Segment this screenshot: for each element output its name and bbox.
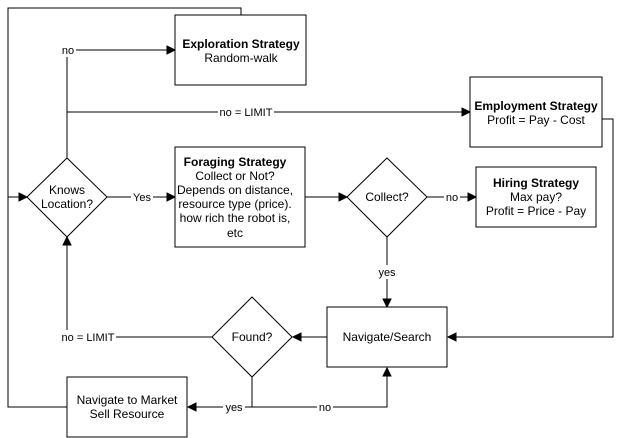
nodes: Exploration Strategy Random-walk Employm…: [26, 14, 603, 438]
arrowhead-foraging: [166, 192, 177, 202]
navigate-market-line-2: Sell Resource: [90, 407, 165, 421]
node-employment-strategy: Employment Strategy Profit = Pay - Cost: [469, 76, 603, 148]
edge-found-to-navigate: [252, 375, 388, 408]
arrowhead-collect: [338, 192, 349, 202]
collect-line-1: Collect?: [365, 190, 409, 204]
arrowhead-navigate-bottom: [382, 366, 392, 377]
label-knows-no: no: [62, 45, 74, 57]
arrowhead-exploration: [166, 45, 177, 55]
foraging-line-4: how rich the robot is,: [180, 211, 291, 225]
node-hiring-strategy: Hiring Strategy Max pay? Profit = Price …: [475, 166, 597, 228]
employment-line-1: Profit = Pay - Cost: [487, 113, 585, 127]
node-navigate-market: Navigate to Market Sell Resource: [66, 376, 188, 438]
arrowhead-knows-left: [18, 192, 29, 202]
edges: [7, 7, 614, 412]
foraging-line-1: Collect or Not?: [195, 169, 275, 183]
label-found-no-limit: no = LIMIT: [62, 332, 115, 344]
edge-knows-to-exploration: [66, 49, 168, 158]
label-found-yes: yes: [225, 402, 243, 414]
foraging-line-2: Depends on distance,: [177, 183, 293, 197]
edge-labels: no no = LIMIT Yes no yes no = LIMIT yes …: [60, 43, 460, 414]
node-collect: Collect?: [346, 157, 428, 238]
label-knows-yes: Yes: [133, 192, 151, 204]
label-knows-no-limit: no = LIMIT: [220, 107, 273, 119]
navigate-market-line-1: Navigate to Market: [77, 393, 178, 407]
navigate-search-line-1: Navigate/Search: [343, 330, 432, 344]
edge-market-loop: [7, 197, 67, 408]
node-exploration-strategy: Exploration Strategy Random-walk: [174, 14, 307, 86]
node-found: Found?: [211, 296, 293, 378]
hiring-title: Hiring Strategy: [493, 176, 579, 190]
foraging-line-3: resource type (price).: [178, 197, 291, 211]
exploration-line-1: Random-walk: [204, 51, 278, 65]
foraging-line-5: etc: [227, 226, 243, 240]
label-collect-yes: yes: [378, 267, 396, 279]
employment-title: Employment Strategy: [474, 99, 598, 113]
arrowhead-hiring: [467, 192, 478, 202]
node-knows-location: Knows Location?: [26, 157, 108, 238]
arrowhead-found: [291, 332, 302, 342]
knows-location-line-2: Location?: [41, 197, 93, 211]
node-navigate-search: Navigate/Search: [326, 306, 448, 368]
edge-exploration-loop: [7, 7, 242, 198]
label-collect-no: no: [446, 192, 458, 204]
exploration-title: Exploration Strategy: [182, 37, 300, 51]
hiring-line-2: Profit = Price - Pay: [486, 204, 586, 218]
arrowhead-navigate-top: [382, 298, 392, 309]
edge-employment-to-navigate: [455, 118, 614, 338]
foraging-title: Foraging Strategy: [184, 155, 287, 169]
hiring-line-1: Max pay?: [510, 190, 562, 204]
node-foraging-strategy: Foraging Strategy Collect or Not? Depend…: [174, 146, 306, 248]
knows-location-line-1: Knows: [49, 183, 85, 197]
arrowhead-navigate-right: [446, 332, 457, 342]
label-found-no: no: [319, 402, 331, 414]
arrowhead-employment: [461, 107, 472, 117]
edge-found-to-knows: [66, 244, 212, 338]
arrowhead-knows-bottom: [62, 235, 72, 246]
found-line-1: Found?: [232, 330, 273, 344]
arrowhead-market: [186, 402, 197, 412]
